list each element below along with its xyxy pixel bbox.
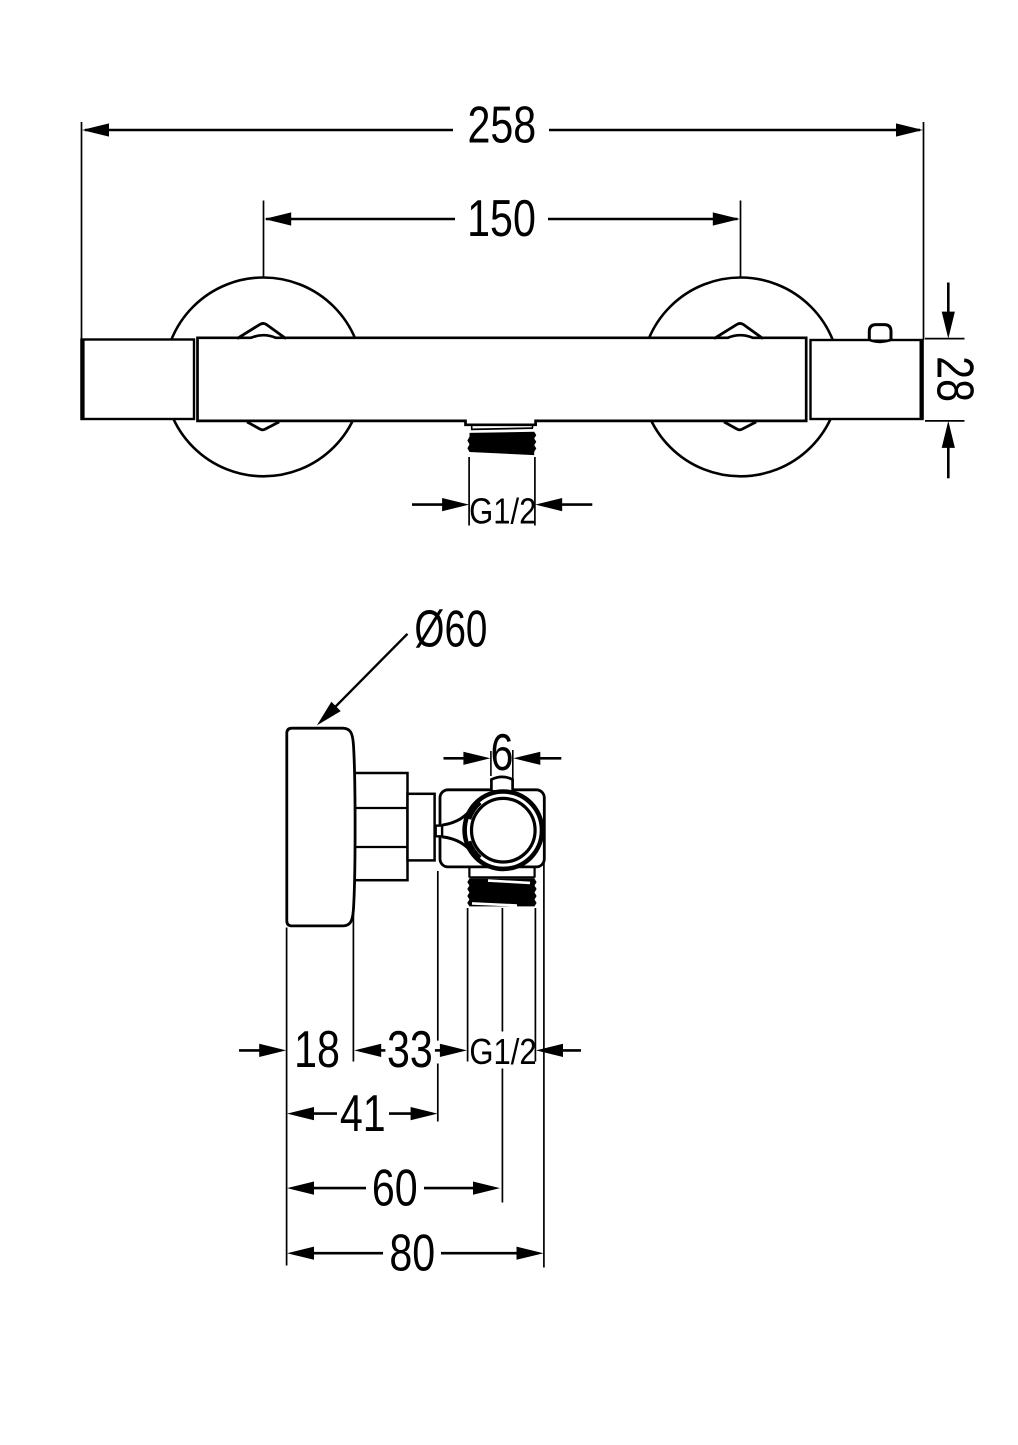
svg-text:6: 6 [491, 724, 514, 781]
svg-text:80: 80 [389, 1224, 435, 1281]
svg-text:33: 33 [387, 1021, 433, 1078]
svg-text:18: 18 [294, 1021, 340, 1078]
svg-text:G1/2: G1/2 [469, 491, 536, 532]
svg-text:41: 41 [340, 1085, 386, 1142]
svg-text:Ø60: Ø60 [414, 600, 487, 658]
svg-text:28: 28 [927, 356, 984, 402]
svg-text:G1/2: G1/2 [469, 1032, 536, 1073]
svg-text:60: 60 [372, 1159, 418, 1216]
svg-text:150: 150 [467, 190, 536, 247]
svg-text:258: 258 [467, 96, 536, 153]
